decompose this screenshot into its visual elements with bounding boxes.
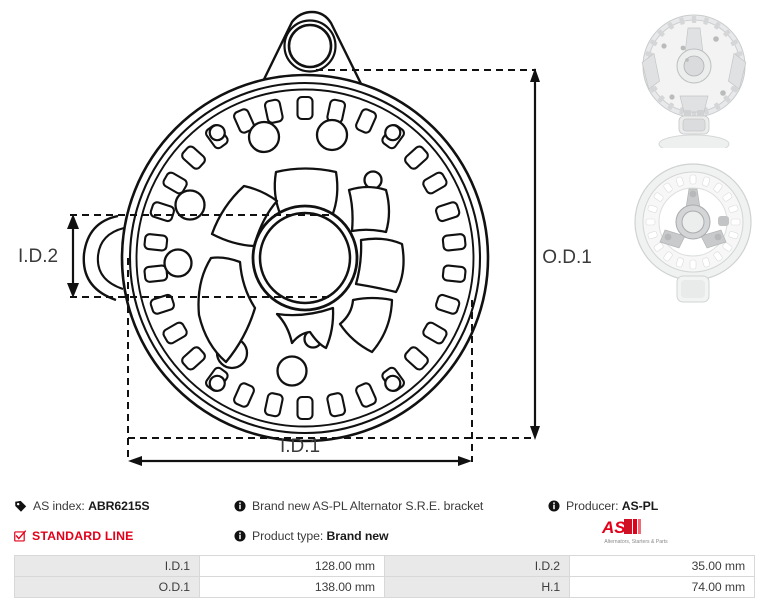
spec-value: 128.00 mm bbox=[199, 555, 385, 577]
dimension-lines bbox=[70, 69, 536, 462]
specifications-table: I.D.1 128.00 mm I.D.2 35.00 mm O.D.1 138… bbox=[14, 555, 755, 598]
bolt-hole-ring bbox=[208, 124, 402, 392]
dimension-id1: I.D.1 bbox=[128, 436, 472, 466]
info-column-producer: Producer: AS-PL AS Alternators, Starters… bbox=[548, 490, 758, 545]
mounting-hole-top-outer bbox=[283, 19, 337, 73]
info-icon bbox=[234, 500, 246, 512]
product-photo-column bbox=[620, 4, 769, 484]
left-side-lug bbox=[82, 214, 125, 302]
technical-drawing: O.D.1 I.D.1 I.D.2 bbox=[18, 10, 592, 466]
product-type-text: Product type: Brand new bbox=[252, 529, 389, 543]
bracket-drawing-svg: O.D.1 I.D.1 I.D.2 bbox=[18, 10, 592, 466]
dimension-od1: O.D.1 bbox=[530, 68, 592, 440]
spec-label: I.D.1 bbox=[14, 555, 200, 577]
product-type-label: Product type: bbox=[252, 529, 324, 543]
spec-value: 74.00 mm bbox=[569, 576, 755, 598]
product-type-row: Product type: Brand new bbox=[234, 525, 534, 547]
info-icon bbox=[234, 530, 246, 542]
dimension-id1-label: I.D.1 bbox=[280, 436, 320, 457]
dimension-id2-label: I.D.2 bbox=[18, 246, 58, 267]
bracket-inner-rim bbox=[128, 81, 482, 435]
as-pl-logo[interactable]: AS Alternators, Starters & Parts bbox=[576, 518, 696, 548]
bracket-foot bbox=[676, 275, 710, 303]
producer-row: Producer: AS-PL bbox=[548, 495, 758, 517]
description-row: Brand new AS-PL Alternator S.R.E. bracke… bbox=[234, 495, 534, 517]
as-index-text: AS index: ABR6215S bbox=[33, 499, 150, 513]
mounting-hole-top bbox=[287, 23, 333, 69]
table-row: I.D.1 128.00 mm I.D.2 35.00 mm bbox=[14, 555, 755, 577]
standard-line-row: STANDARD LINE bbox=[14, 525, 239, 547]
bracket-photo-front[interactable] bbox=[620, 8, 769, 148]
bracket-photo-rear[interactable] bbox=[620, 152, 769, 312]
dimension-id2: I.D.2 bbox=[18, 214, 79, 298]
info-column-index: AS index: ABR6215S STANDARD LINE bbox=[14, 490, 239, 547]
tag-icon bbox=[15, 500, 27, 512]
producer-label: Producer: bbox=[566, 499, 619, 513]
as-pl-logo-text: AS bbox=[601, 518, 626, 537]
bracket-inner-rim-2 bbox=[135, 88, 475, 428]
spec-label: I.D.2 bbox=[384, 555, 570, 577]
producer-text: Producer: AS-PL bbox=[566, 499, 658, 513]
product-type-value: Brand new bbox=[326, 529, 389, 543]
fan-blade-group bbox=[197, 167, 405, 364]
as-pl-logo-tagline: Alternators, Starters & Parts bbox=[604, 539, 668, 545]
info-icon bbox=[548, 500, 560, 512]
checkbox-checked-icon bbox=[14, 530, 26, 542]
spec-label: H.1 bbox=[384, 576, 570, 598]
as-index-row: AS index: ABR6215S bbox=[14, 495, 239, 517]
info-column-description: Brand new AS-PL Alternator S.R.E. bracke… bbox=[234, 490, 534, 547]
producer-value: AS-PL bbox=[621, 499, 659, 513]
table-row: O.D.1 138.00 mm H.1 74.00 mm bbox=[14, 576, 755, 598]
spec-value: 138.00 mm bbox=[199, 576, 385, 598]
dimension-od1-label: O.D.1 bbox=[542, 247, 592, 268]
as-pl-logo-image: AS Alternators, Starters & Parts bbox=[601, 518, 668, 545]
hub-inner-circle bbox=[258, 211, 352, 305]
description-text: Brand new AS-PL Alternator S.R.E. bracke… bbox=[252, 499, 484, 513]
product-info-bar: AS index: ABR6215S STANDARD LINE Brand n… bbox=[0, 490, 769, 552]
bracket-photo-front-image bbox=[620, 8, 769, 148]
as-index-label: AS index: bbox=[33, 499, 85, 513]
spec-label: O.D.1 bbox=[14, 576, 200, 598]
spec-value: 35.00 mm bbox=[569, 555, 755, 577]
as-index-value: ABR6215S bbox=[88, 499, 150, 513]
standard-line-label: STANDARD LINE bbox=[32, 529, 134, 543]
bracket-photo-rear-image bbox=[620, 152, 769, 312]
